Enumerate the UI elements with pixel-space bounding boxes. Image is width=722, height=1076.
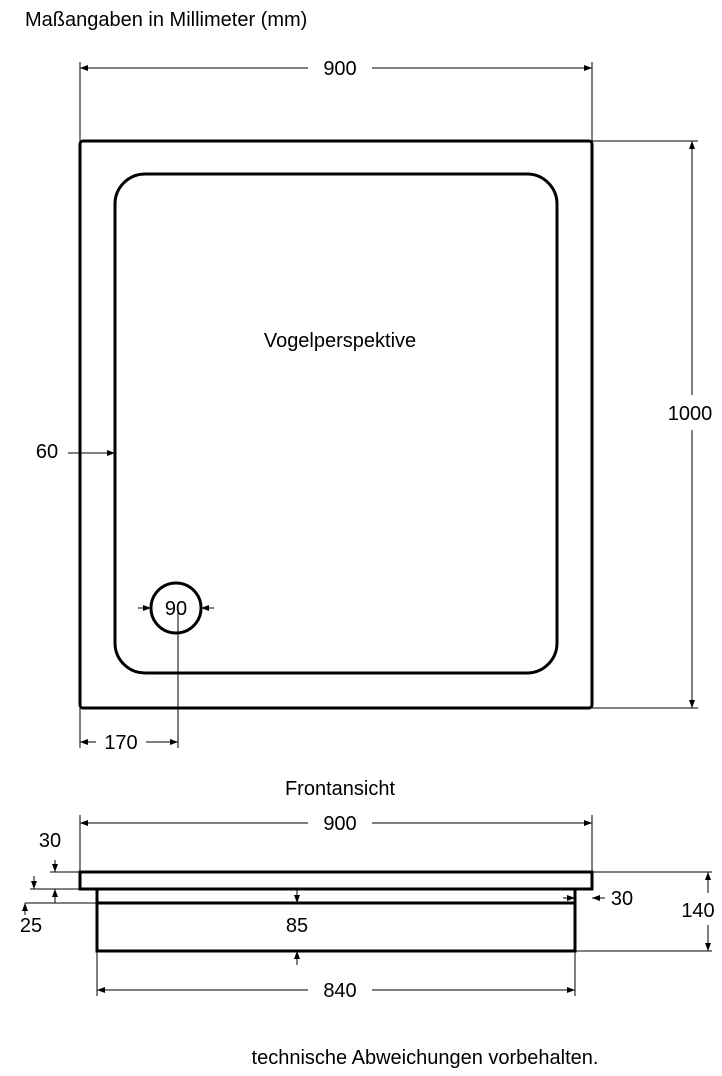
rim-height-dimension: 30: [39, 830, 61, 852]
drain-offset-dimension: 170: [104, 732, 137, 754]
side-offset-dimension: 30: [611, 888, 633, 910]
step-dimension: 25: [20, 915, 42, 937]
tray-rim: [78, 870, 594, 891]
rim-dimension: 60: [36, 441, 58, 463]
total-height-dimension: 140: [681, 900, 714, 922]
front-view-label: Frontansicht: [285, 778, 395, 800]
footer-note: technische Abweichungen vorbehalten.: [252, 1047, 599, 1069]
top-length-dimension: 1000: [668, 403, 713, 425]
tray-basin: [113, 172, 559, 675]
top-view-label: Vogelperspektive: [264, 330, 416, 352]
drain-diameter-dimension: 90: [165, 598, 187, 620]
front-view: Frontansicht 900 30 25 85 30 140: [20, 778, 715, 1002]
inner-depth-dimension: 85: [286, 915, 308, 937]
top-view: Vogelperspektive 900 1000 60 90 170: [36, 58, 712, 754]
drawing-title: Maßangaben in Millimeter (mm): [25, 9, 307, 31]
tray-outline: [78, 139, 594, 710]
tray-base: [95, 887, 577, 953]
top-width-dimension: 900: [323, 58, 356, 80]
front-width-dimension: 900: [323, 813, 356, 835]
base-width-dimension: 840: [323, 980, 356, 1002]
